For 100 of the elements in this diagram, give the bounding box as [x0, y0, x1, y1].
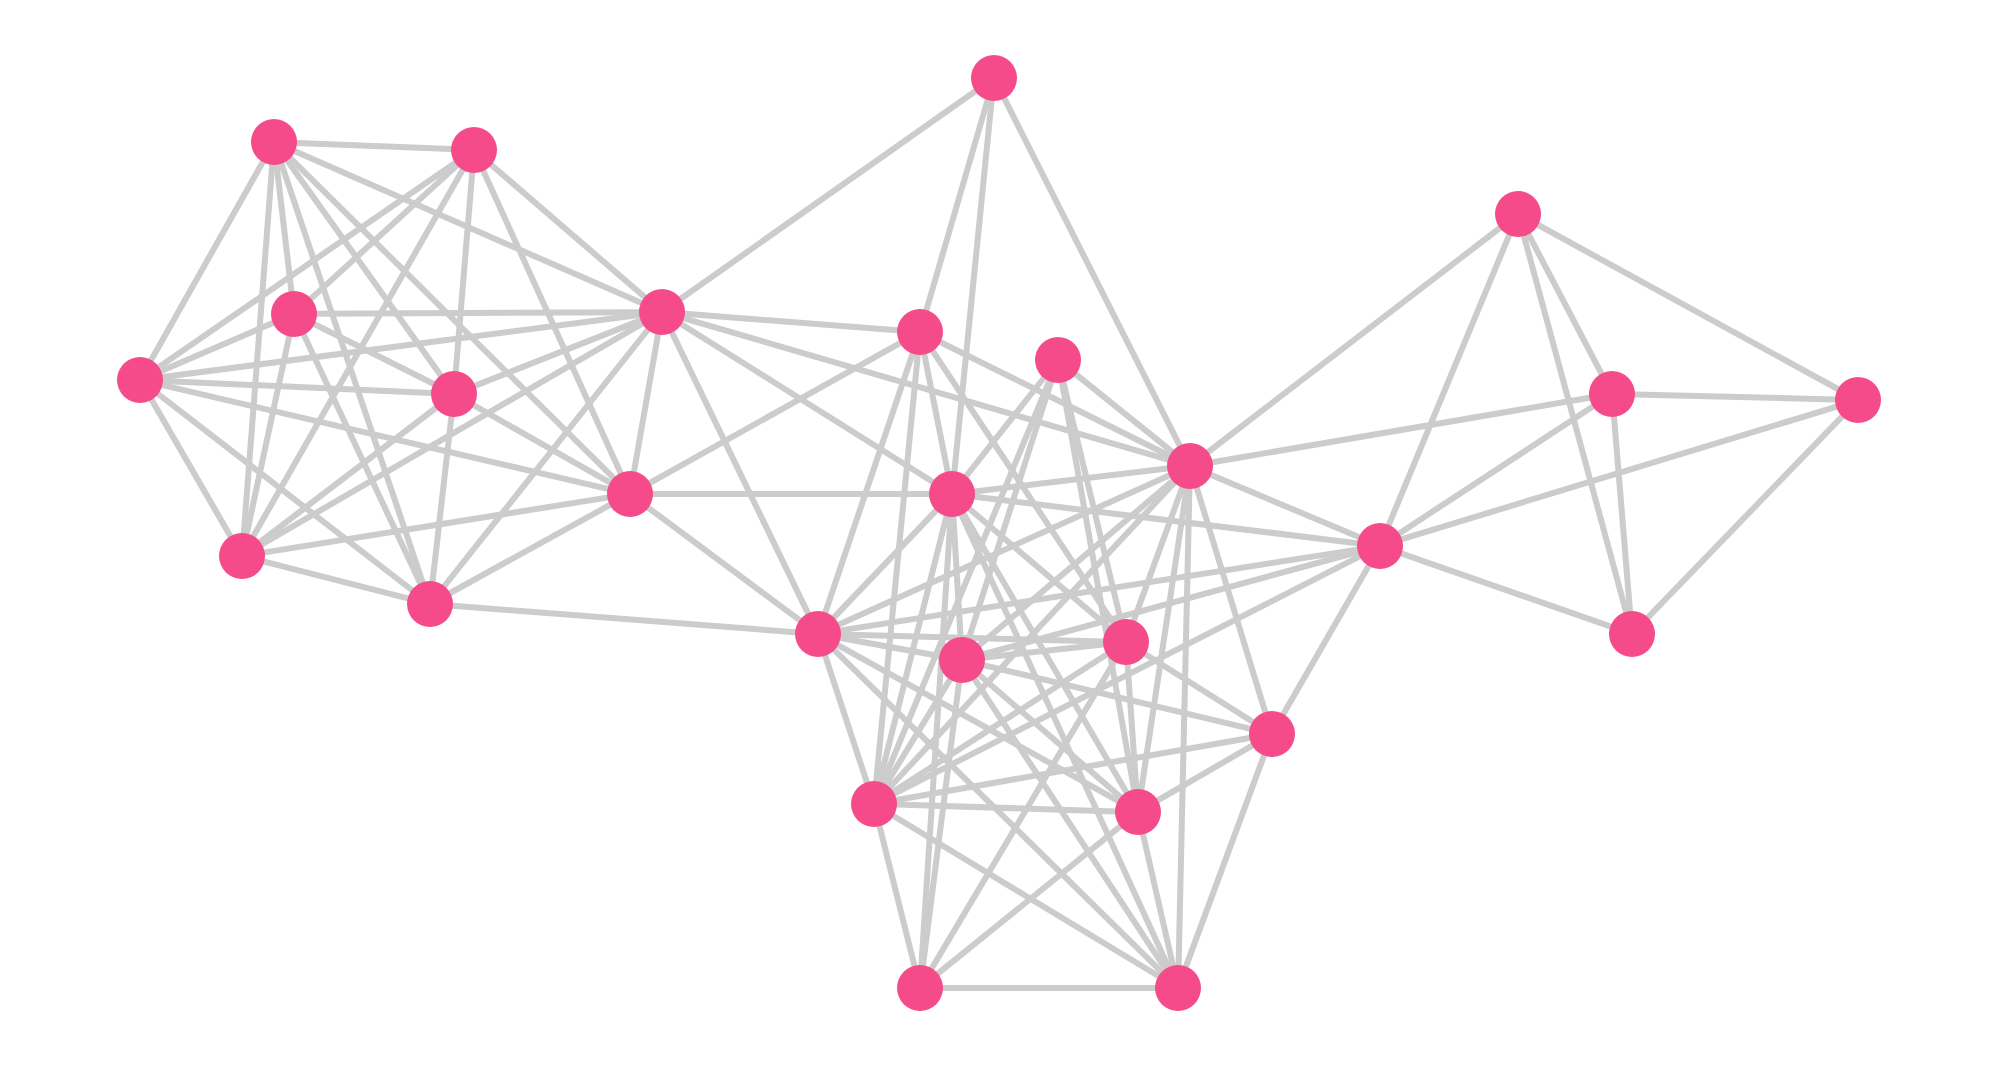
connector-line: [452, 170, 476, 374]
connector-line: [836, 472, 1172, 628]
connector-line: [1280, 563, 1372, 717]
connector-line: [966, 506, 1112, 630]
connector-line: [1521, 233, 1629, 615]
connector-line: [1138, 485, 1190, 793]
network-node: [1249, 711, 1295, 757]
connector-line: [1525, 231, 1605, 377]
connector-line: [278, 160, 426, 586]
network-node: [929, 471, 975, 517]
connector-line: [1183, 752, 1267, 970]
connector-line: [148, 396, 234, 540]
connector-line: [928, 658, 1118, 972]
connector-line: [284, 157, 444, 379]
network-node: [639, 289, 685, 335]
connector-line: [156, 160, 458, 370]
connector-line: [1645, 413, 1845, 621]
connector-line: [1193, 485, 1269, 715]
connector-line: [976, 672, 1124, 800]
connector-line: [1124, 662, 1140, 792]
connector-line: [1399, 403, 1839, 543]
connector-line: [148, 159, 266, 363]
connector-line: [631, 331, 661, 475]
connector-line: [243, 333, 293, 537]
connector-line: [883, 676, 953, 788]
network-node: [851, 781, 897, 827]
connector-line: [920, 679, 962, 969]
network-node: [1589, 371, 1635, 417]
connector-line: [258, 320, 646, 548]
connector-line: [976, 478, 1176, 648]
connector-line: [822, 350, 916, 616]
connector-line: [838, 631, 1106, 645]
connector-line: [1140, 831, 1176, 969]
connector-line: [261, 494, 611, 556]
connector-line: [647, 340, 903, 486]
connector-line: [308, 162, 460, 302]
connector-line: [480, 168, 624, 476]
network-node: [607, 471, 653, 517]
connector-line: [1154, 742, 1256, 804]
network-node: [1495, 191, 1541, 237]
connector-line: [837, 635, 943, 659]
network-node: [271, 291, 317, 337]
connector-line: [1130, 484, 1186, 624]
connector-line: [890, 651, 1110, 795]
connector-line: [678, 321, 936, 485]
connector-line: [292, 148, 644, 306]
connector-line: [682, 310, 900, 334]
network-node: [451, 127, 497, 173]
connector-line: [471, 402, 613, 486]
connector-line: [918, 514, 954, 968]
network-node: [1609, 611, 1655, 657]
connector-line: [958, 512, 1172, 970]
network-node: [117, 357, 163, 403]
connector-line: [1059, 379, 1137, 793]
connector-line: [891, 553, 1363, 797]
network-node: [251, 119, 297, 165]
connector-line: [472, 317, 644, 389]
connector-line: [1396, 403, 1596, 537]
network-node: [1035, 337, 1081, 383]
connector-line: [450, 602, 798, 636]
connector-line: [1398, 550, 1614, 630]
connector-line: [1385, 232, 1513, 528]
connector-line: [971, 493, 1361, 547]
connector-line: [837, 546, 1361, 634]
network-node: [1835, 377, 1881, 423]
connector-line: [240, 162, 276, 536]
connector-line: [1073, 371, 1175, 455]
connector-line: [159, 312, 643, 380]
network-node: [939, 637, 985, 683]
connector-line: [879, 378, 1053, 786]
connector-line: [429, 413, 455, 585]
connector-line: [886, 479, 1178, 791]
connector-line: [937, 339, 1173, 459]
connector-line: [273, 161, 295, 295]
connector-line: [488, 162, 648, 300]
connector-line: [950, 514, 964, 640]
connector-line: [155, 391, 415, 593]
connector-line: [963, 375, 1047, 479]
connector-line: [447, 502, 613, 596]
connector-line: [971, 676, 1169, 972]
connector-line: [645, 504, 803, 624]
network-node: [1103, 619, 1149, 665]
connector-line: [893, 735, 1253, 803]
connector-line: [981, 662, 1253, 732]
connector-line: [831, 647, 1165, 975]
connector-line: [160, 378, 434, 396]
connector-line: [311, 321, 437, 387]
connector-line: [250, 167, 466, 539]
connector-line: [1205, 225, 1503, 455]
connector-line: [159, 382, 611, 492]
connector-line: [960, 510, 1130, 796]
connector-line: [923, 97, 991, 313]
connector-line: [1209, 394, 1593, 466]
connector-line: [677, 88, 979, 302]
network-node: [897, 309, 943, 355]
connector-line: [822, 652, 870, 786]
connector-line: [681, 315, 1171, 463]
connector-line: [158, 320, 276, 374]
connector-line: [921, 351, 951, 475]
network-node: [1155, 965, 1201, 1011]
